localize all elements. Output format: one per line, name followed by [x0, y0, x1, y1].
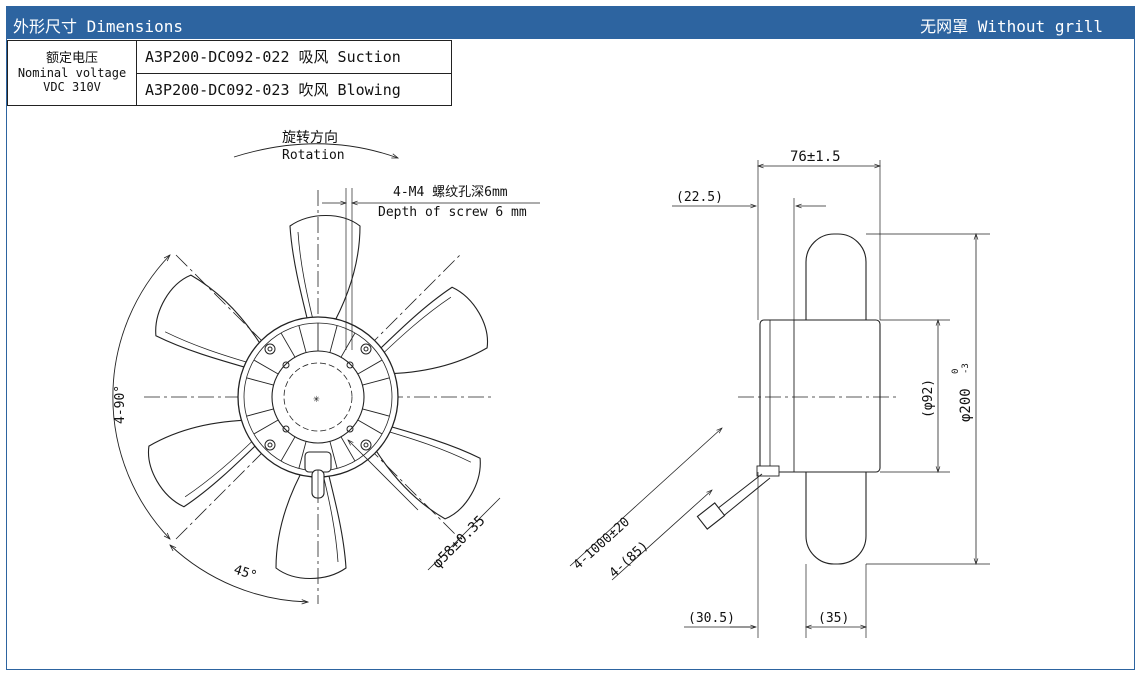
- outer-dia-tol-upper: 0: [951, 369, 961, 374]
- fan-blade: [289, 215, 361, 331]
- rotation-label-zh: 旋转方向: [282, 130, 338, 146]
- screw-label-en: Depth of screw 6 mm: [378, 205, 527, 220]
- header-bar: 外形尺寸 Dimensions 无网罩 Without grill: [6, 6, 1135, 39]
- outer-dia-label: φ200: [958, 388, 974, 422]
- cable-connector: [696, 502, 726, 530]
- spec-table: 额定电压 Nominal voltage VDC 310V A3P200-DC0…: [7, 40, 452, 106]
- angle-90-label: 4-90°: [113, 385, 128, 424]
- voltage-value: VDC 310V: [43, 80, 101, 94]
- cable-strip-label: 4-(85): [607, 538, 652, 581]
- header-subtitle: 无网罩 Without grill: [920, 17, 1103, 36]
- angle-45-label: 45°: [232, 563, 259, 585]
- offset-label: (22.5): [676, 190, 723, 205]
- model-blowing: A3P200-DC092-023 吹风 Blowing: [136, 72, 452, 106]
- screw-label-zh: 4-M4 螺纹孔深6mm: [393, 185, 508, 200]
- hub-dia-leader: [427, 497, 501, 571]
- bottom-right-label: (35): [818, 611, 849, 626]
- front-view: ✳: [112, 143, 540, 604]
- side-motor-body: [759, 319, 881, 473]
- rotation-label-en: Rotation: [282, 148, 345, 163]
- length-label: 76±1.5: [790, 149, 841, 165]
- cable-strip-dim-line: [611, 490, 712, 581]
- inner-dia-label: (φ92): [921, 379, 936, 418]
- voltage-cell: 额定电压 Nominal voltage VDC 310V: [7, 40, 137, 106]
- side-view: [569, 160, 990, 638]
- angle-45-arc: [170, 545, 308, 602]
- outer-dia-tol-lower: -3: [961, 363, 971, 374]
- angle-90-arc: [112, 255, 170, 539]
- header-title: 外形尺寸 Dimensions: [13, 17, 183, 36]
- voltage-label-en: Nominal voltage: [17, 66, 127, 80]
- svg-text:✳: ✳: [313, 392, 320, 405]
- drawing-frame: [6, 39, 1135, 670]
- hub-dia-label: φ58±0.35: [430, 513, 489, 572]
- bottom-left-label: (30.5): [688, 611, 735, 626]
- rotation-arrow: [233, 143, 398, 159]
- screw-holes: [264, 343, 372, 451]
- cable-gland: [304, 451, 332, 499]
- cable-length-dim-line: [569, 428, 722, 567]
- cooling-ribs: [246, 323, 390, 469]
- voltage-label-zh: 额定电压: [45, 51, 98, 66]
